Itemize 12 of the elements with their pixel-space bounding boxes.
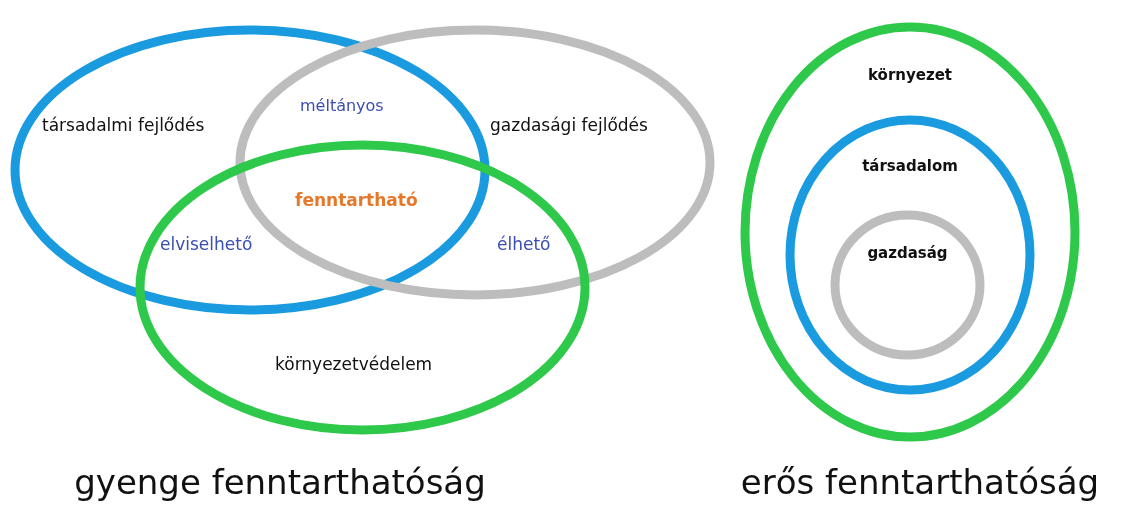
set-label: társadalom bbox=[862, 157, 958, 175]
set-label: környezet bbox=[868, 66, 952, 84]
overlap-label: fenntartható bbox=[295, 190, 418, 210]
diagram-caption: erős fenntarthatóság bbox=[740, 462, 1100, 502]
set-label: környezetvédelem bbox=[275, 354, 433, 374]
overlap-label: élhető bbox=[497, 234, 551, 254]
set-label: társadalmi fejlődés bbox=[42, 115, 205, 135]
overlap-label: méltányos bbox=[300, 96, 384, 115]
set-label: gazdasági fejlődés bbox=[490, 115, 648, 135]
diagram-caption: gyenge fenntarthatóság bbox=[74, 462, 486, 502]
set-label: gazdaság bbox=[867, 244, 948, 262]
overlap-label: elviselhető bbox=[160, 234, 253, 254]
